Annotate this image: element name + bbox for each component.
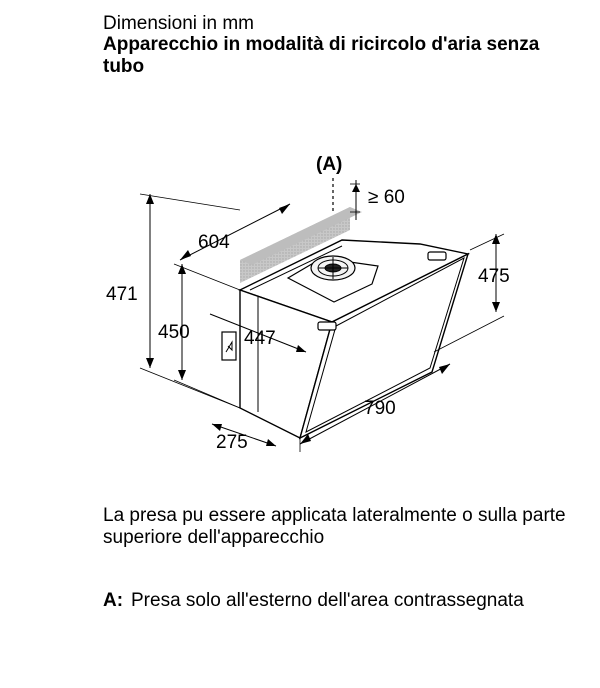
outlet-zone-top [240, 207, 362, 265]
dim-475: 475 [478, 266, 510, 287]
dim-450: 450 [158, 322, 190, 343]
dim-275: 275 [216, 432, 248, 453]
dim-471: 471 [106, 284, 138, 305]
header: Dimensioni in mm Apparecchio in modalità… [103, 14, 583, 78]
clip-front [317, 321, 337, 331]
hood-glass-panel [298, 252, 470, 440]
marker-label-a: (A) [316, 154, 342, 175]
units-caption: Dimensioni in mm [103, 13, 254, 34]
legend-text: Presa solo all'esterno dell'area contras… [131, 590, 524, 611]
dimension-diagram: (A) ≥ 60 604 471 450 447 475 790 275 [106, 154, 510, 453]
dim-790: 790 [364, 398, 396, 419]
dim-clearance: ≥ 60 [368, 187, 405, 208]
clip-back [427, 251, 447, 261]
legend: A: Presa solo all'esterno dell'area cont… [103, 590, 583, 612]
legend-key: A: [103, 590, 124, 611]
dim-447: 447 [244, 328, 276, 349]
diagram-title: Apparecchio in modalità di ricircolo d'a… [103, 34, 540, 77]
install-note: La presa pu essere applicata lateralment… [103, 505, 566, 548]
socket-icon [221, 331, 237, 361]
dim-604: 604 [198, 232, 230, 253]
